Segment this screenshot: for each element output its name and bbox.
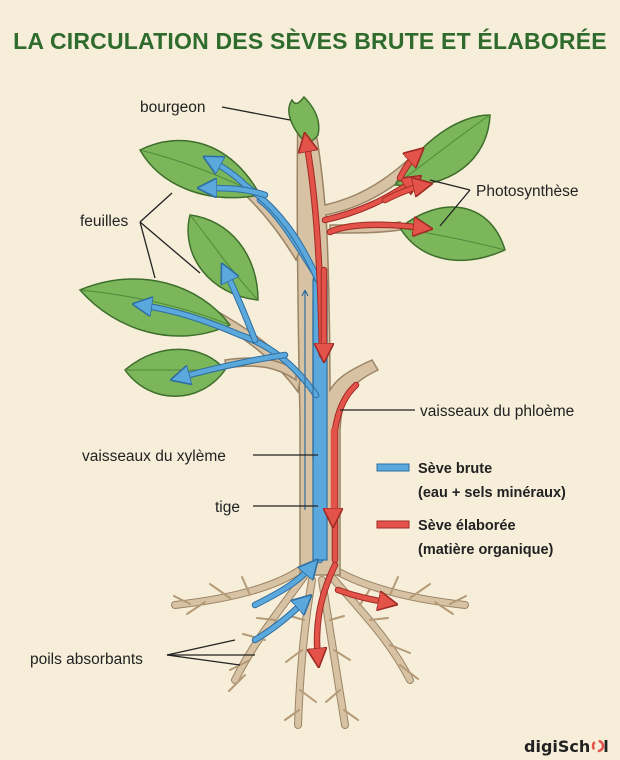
legend-raw-sap-detail: (eau + sels minéraux) <box>418 485 566 501</box>
label-phloem: vaisseaux du phloème <box>420 403 574 420</box>
leaf-right <box>399 206 506 262</box>
diagram-title: LA CIRCULATION DES SÈVES BRUTE ET ÉLABOR… <box>13 28 607 54</box>
leader-lines <box>139 106 471 666</box>
legend-swatch-elaborated-sap <box>376 520 410 529</box>
brand-o-icon <box>591 739 605 753</box>
legend-elaborated-sap-label: Sève élaborée <box>418 518 516 534</box>
legend-swatch-raw-sap <box>376 463 410 472</box>
label-stem: tige <box>215 499 240 516</box>
legend-raw-sap-label: Sève brute <box>418 461 492 477</box>
legend-elaborated-sap-detail: (matière organique) <box>418 542 554 558</box>
label-root-hairs: poils absorbants <box>30 651 143 668</box>
bud <box>288 95 320 143</box>
label-photosynthesis: Photosynthèse <box>476 183 579 200</box>
label-leaves: feuilles <box>80 213 128 230</box>
label-xylem: vaisseaux du xylème <box>82 448 226 465</box>
phloem-vessels <box>306 140 425 660</box>
label-bud: bourgeon <box>140 99 206 116</box>
legend: Sève brute (eau + sels minéraux) Sève él… <box>376 461 566 558</box>
xylem-vessels <box>140 160 328 644</box>
